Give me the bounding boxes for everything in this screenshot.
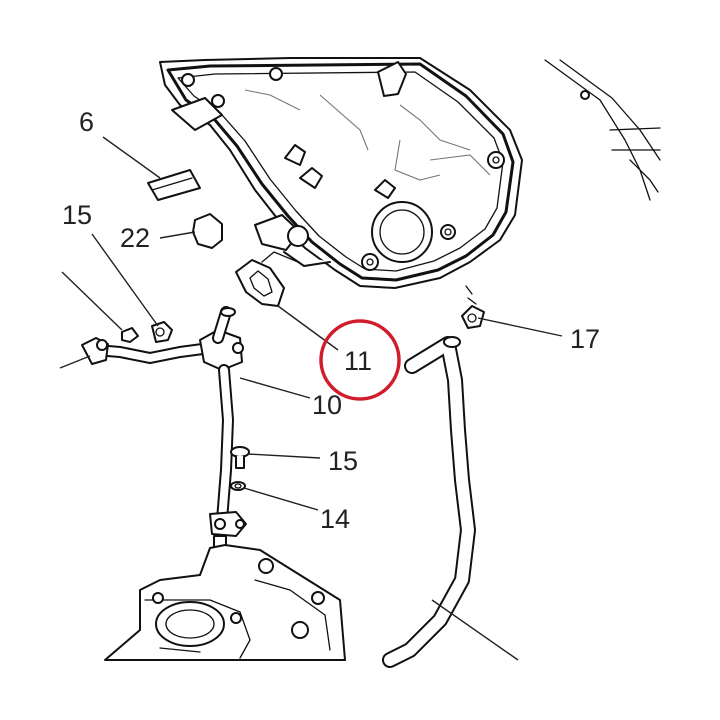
part-17-right-hose bbox=[382, 285, 485, 668]
callout-15-left: 15 bbox=[62, 200, 92, 230]
callout-11: 11 bbox=[344, 346, 372, 376]
part-10-hose-assembly bbox=[81, 306, 247, 549]
leader-lines bbox=[59, 136, 563, 661]
callout-10: 10 bbox=[312, 390, 342, 420]
callout-15-bolt: 15 bbox=[328, 446, 358, 476]
part-6-pad bbox=[147, 169, 201, 201]
callout-22: 22 bbox=[120, 223, 150, 253]
part-15-left-bushing bbox=[121, 321, 173, 343]
cover-housing bbox=[159, 57, 523, 289]
callout-14: 14 bbox=[320, 504, 350, 534]
callout-6: 6 bbox=[79, 107, 94, 137]
part-11-grommet bbox=[235, 251, 299, 307]
part-15-bolt bbox=[230, 446, 250, 469]
right-structure bbox=[544, 59, 661, 201]
callout-labels: 6 22 15 11 10 17 15 14 bbox=[62, 107, 600, 534]
part-14-washer bbox=[230, 481, 246, 491]
highlight-circle bbox=[319, 319, 401, 401]
bottom-housing bbox=[104, 544, 346, 661]
part-22-pad bbox=[192, 213, 223, 249]
callout-17: 17 bbox=[570, 324, 600, 354]
